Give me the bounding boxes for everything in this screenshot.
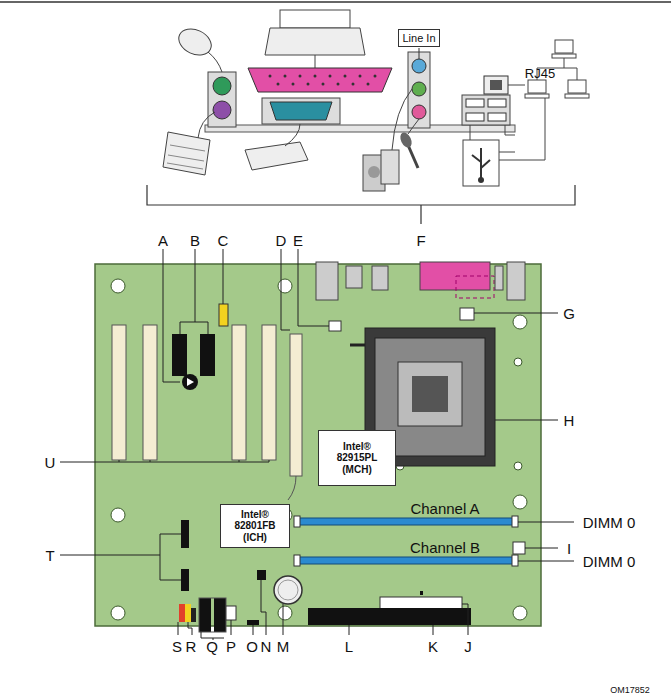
callout-letter: D bbox=[276, 233, 287, 248]
dimm-label: DIMM 0 bbox=[583, 515, 636, 530]
callout-letter: N bbox=[261, 639, 272, 654]
callout-letter: P bbox=[226, 639, 236, 654]
node-text: Intel® 82915PL (MCH) bbox=[326, 441, 388, 476]
callout-letter: B bbox=[190, 233, 200, 248]
port-label: RJ45 bbox=[525, 67, 555, 80]
callout-letter: I bbox=[567, 541, 571, 556]
callout-letter: E bbox=[293, 233, 303, 248]
callout-letter: C bbox=[218, 233, 229, 248]
callout-letter: F bbox=[416, 233, 425, 248]
dimm-label: DIMM 0 bbox=[583, 554, 636, 569]
callout-letter: J bbox=[464, 639, 472, 654]
callout-letter: L bbox=[345, 639, 353, 654]
callout-letter: K bbox=[428, 639, 438, 654]
callout-letter: H bbox=[564, 413, 575, 428]
channel-label: Channel B bbox=[410, 540, 480, 555]
figure-code: OM17852 bbox=[610, 686, 650, 695]
node-text: Line In bbox=[402, 32, 435, 45]
callout-letter: A bbox=[158, 233, 168, 248]
chip-box: Intel® 82915PL (MCH) bbox=[318, 430, 396, 486]
channel-label: Channel A bbox=[410, 501, 479, 516]
port-label-box: Line In bbox=[398, 29, 439, 48]
callout-letter: U bbox=[45, 455, 56, 470]
node-text: Intel® 82801FB (ICH) bbox=[224, 509, 286, 544]
callout-letter: R bbox=[186, 639, 197, 654]
callout-letter: S bbox=[172, 639, 182, 654]
callout-letter: O bbox=[246, 639, 258, 654]
callout-letter: G bbox=[563, 306, 575, 321]
callout-letter: T bbox=[45, 548, 54, 563]
chip-box: Intel® 82801FB (ICH) bbox=[220, 504, 290, 548]
callout-letter: Q bbox=[206, 639, 218, 654]
callout-letter: M bbox=[277, 639, 290, 654]
